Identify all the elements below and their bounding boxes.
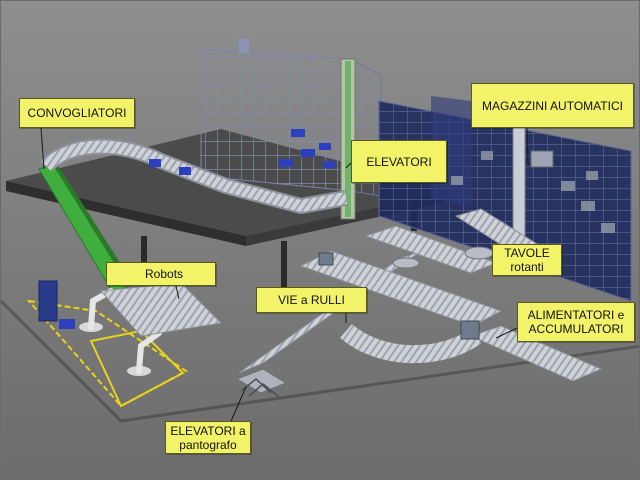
box	[460, 320, 480, 340]
label-convogliatori: CONVOGLIATORI	[19, 98, 135, 128]
label-alimentatori-accumulatori: ALIMENTATORI e ACCUMULATORI	[517, 302, 635, 342]
vertical-rack-tower	[200, 39, 382, 197]
rotating-table	[392, 257, 420, 269]
palletizer-frame	[38, 280, 58, 322]
label-magazzini-automatici: MAGAZZINI AUTOMATICI	[471, 83, 634, 128]
label-elevatori: ELEVATORI	[351, 140, 447, 183]
rotating-table	[464, 246, 494, 260]
label-robots: Robots	[106, 262, 216, 286]
tote-box	[179, 167, 191, 175]
robot-cell	[26, 280, 188, 408]
pantograph-lift	[235, 368, 288, 398]
tote-box	[149, 159, 161, 167]
box	[318, 252, 334, 266]
inclined-belt-side	[53, 164, 133, 286]
upper-conveyor-rollers	[41, 140, 348, 212]
floor-edge	[1, 299, 639, 423]
elevator-mast-green	[345, 61, 351, 217]
mezzanine-column	[281, 241, 287, 311]
label-tavole-rotanti: TAVOLE rotanti	[492, 244, 562, 276]
label-vie-a-rulli: VIE a RULLI	[256, 287, 367, 313]
label-elevatori-pantografo: ELEVATORI a pantografo	[165, 421, 251, 454]
